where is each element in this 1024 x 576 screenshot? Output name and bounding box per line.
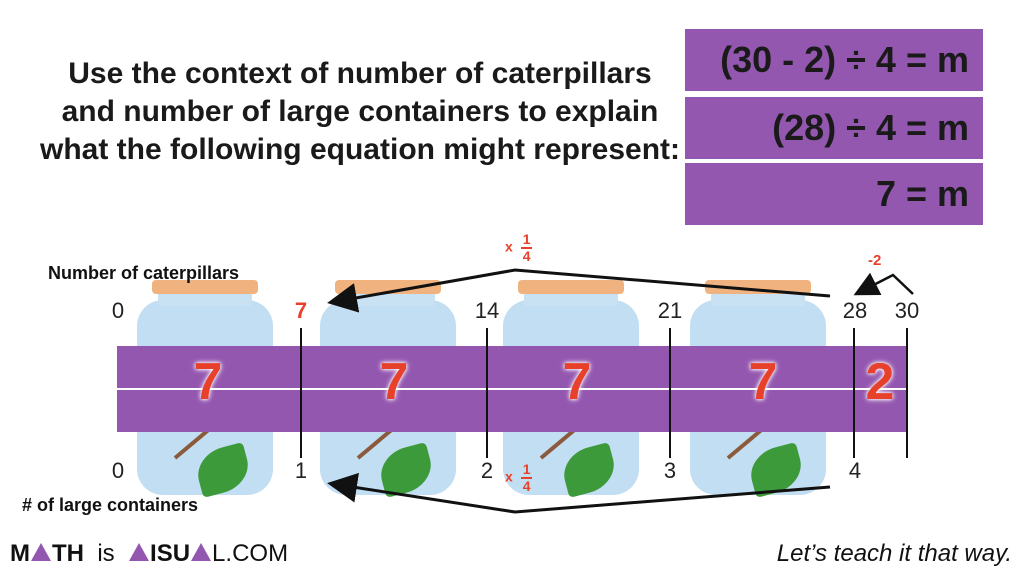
segment-value: 7 xyxy=(748,353,778,411)
top-axis-label: Number of caterpillars xyxy=(48,263,240,283)
tagline: Let’s teach it that way. xyxy=(776,540,1012,567)
bottom-arrow xyxy=(327,472,831,514)
prompt-text: Use the context of number of caterpillar… xyxy=(40,57,681,166)
divider-4 xyxy=(853,328,855,458)
jar-lid xyxy=(705,280,811,294)
jar-lid xyxy=(518,280,624,294)
divider-3 xyxy=(669,328,671,458)
jar-lid xyxy=(152,280,258,294)
brand-is: is xyxy=(97,540,115,567)
top-tick-highlight: 7 xyxy=(294,298,308,323)
bottom-tick: 0 xyxy=(111,458,125,483)
divider-1 xyxy=(300,328,302,458)
triangle-icon xyxy=(31,543,51,561)
brand-th: TH xyxy=(52,540,84,567)
band-midline xyxy=(117,388,907,390)
bottom-tick: 4 xyxy=(848,458,862,483)
equation-line-1: (30 - 2) ÷ 4 = m xyxy=(685,29,983,91)
triangle-icon xyxy=(129,543,150,561)
fraction-numerator: 1 xyxy=(520,231,533,249)
segment-value: 7 xyxy=(379,353,409,411)
segment-value: 2 xyxy=(865,353,895,411)
top-arrow xyxy=(327,268,831,313)
bottom-tick: 3 xyxy=(663,458,677,483)
multiplier-prefix: x xyxy=(505,238,513,255)
top-tick: 28 xyxy=(842,298,868,323)
jar-lid xyxy=(335,280,441,294)
bottom-axis-label: # of large containers xyxy=(22,495,199,515)
top-tick: 14 xyxy=(474,298,500,323)
top-tick: 21 xyxy=(657,298,683,323)
minus-two-label: -2 xyxy=(868,252,882,269)
multiplier-prefix: x xyxy=(505,468,513,485)
brand-m: M xyxy=(10,540,30,567)
top-tick: 0 xyxy=(111,298,125,323)
segment-value: 7 xyxy=(193,353,223,411)
equation-line-2: (28) ÷ 4 = m xyxy=(685,97,983,159)
minus-two-arrow xyxy=(853,272,914,296)
triangle-icon xyxy=(191,543,212,561)
divider-5 xyxy=(906,328,908,458)
equation-line-3: 7 = m xyxy=(685,163,983,225)
top-tick: 30 xyxy=(894,298,920,323)
brand-com: L.COM xyxy=(212,540,289,567)
fraction-denominator: 4 xyxy=(522,248,531,264)
bottom-tick: 1 xyxy=(294,458,308,483)
brand-visu: ISU xyxy=(150,540,191,567)
divider-2 xyxy=(486,328,488,458)
fraction-numerator: 1 xyxy=(520,461,533,479)
fraction-denominator: 4 xyxy=(522,478,531,494)
bottom-tick: 2 xyxy=(480,458,494,483)
brand-logo: M TH is ISU L.COM xyxy=(10,540,288,568)
segment-value: 7 xyxy=(562,353,592,411)
